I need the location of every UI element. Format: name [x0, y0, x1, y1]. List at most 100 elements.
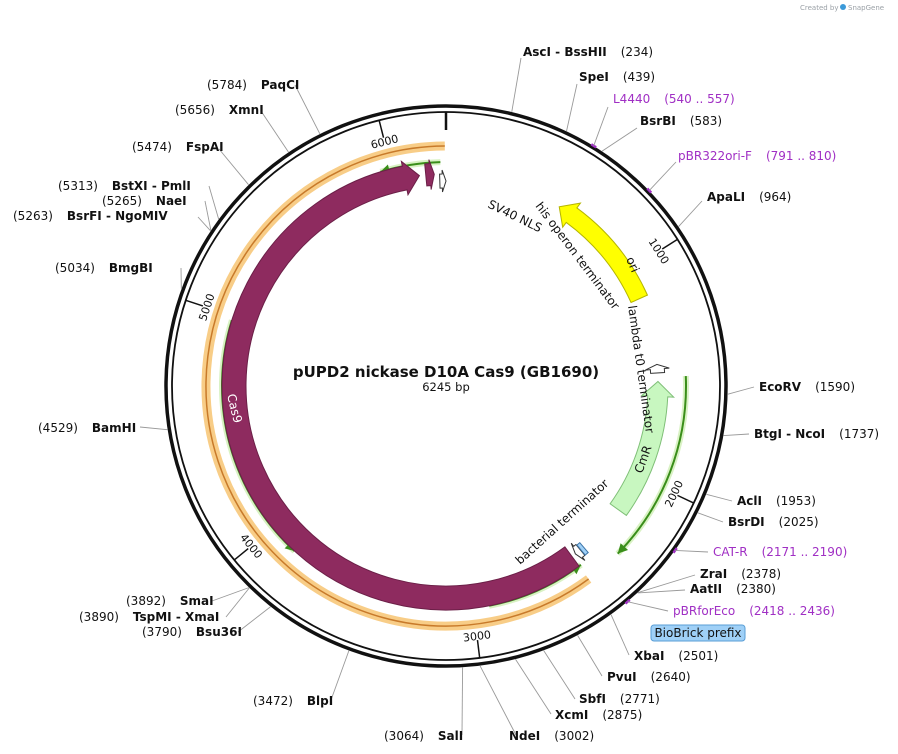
site-label[interactable]: (5265)NaeI: [102, 194, 187, 208]
site-leader-line: [697, 512, 724, 523]
site-label[interactable]: (3472)BlpI: [253, 694, 333, 708]
site-leader-line: [139, 426, 168, 431]
primer-label[interactable]: pBR322ori-F(791 .. 810): [678, 149, 836, 163]
site-label[interactable]: PvuI(2640): [607, 670, 691, 684]
site-leader-line: [225, 587, 250, 618]
site-leader-line: [678, 200, 703, 227]
ruler-tick: [661, 238, 678, 250]
site-leader-line: [566, 83, 578, 132]
site-leader-line: [723, 433, 750, 437]
his-terminator-arrow: [439, 169, 447, 193]
site-leader-line: [627, 601, 669, 612]
site-leader-line: [675, 549, 709, 553]
site-label[interactable]: XcmI(2875): [555, 708, 642, 722]
ruler-tick: [233, 547, 249, 561]
site-leader-line: [511, 57, 522, 112]
site-label[interactable]: EcoRV(1590): [759, 380, 855, 394]
site-label[interactable]: SpeI(439): [579, 70, 655, 84]
site-label[interactable]: (5474)FspAI: [132, 140, 224, 154]
backbone-outer: [164, 104, 728, 668]
site-label[interactable]: (5656)XmnI: [175, 103, 264, 117]
site-leader-line: [294, 84, 321, 134]
site-label[interactable]: (3892)SmaI: [126, 594, 214, 608]
site-label[interactable]: BsrBI(583): [640, 114, 722, 128]
feature-label-sv40-nls: SV40 NLS: [486, 197, 544, 235]
snapgene-logo-icon: [840, 4, 846, 10]
ruler-tick: [378, 120, 385, 138]
site-labels: AscI - BssHII(234) SpeI(439) L4440(540 .…: [13, 45, 879, 743]
ruler-tick: [185, 299, 204, 307]
site-leader-line: [479, 665, 517, 736]
site-label[interactable]: AscI - BssHII(234): [523, 45, 653, 59]
site-leader-line: [577, 635, 603, 677]
site-label[interactable]: BtgI - NcoI(1737): [754, 427, 879, 441]
site-leader-line: [461, 667, 464, 736]
biobrick-prefix-mark: [576, 541, 589, 556]
ori-arrow: [558, 202, 649, 304]
site-leader-line: [330, 650, 350, 701]
created-by-label: Created by: [800, 4, 839, 12]
site-leader-line: [260, 110, 289, 153]
site-label[interactable]: NdeI(3002): [509, 729, 594, 743]
site-leader-line: [648, 161, 677, 191]
site-leaders: [139, 57, 755, 736]
site-label[interactable]: SbfI(2771): [579, 692, 660, 706]
site-leader-line: [211, 587, 249, 602]
site-leader-line: [208, 185, 220, 220]
ruler-tick: [476, 639, 481, 659]
site-label[interactable]: (5784)PaqCI: [207, 78, 299, 92]
site-leader-line: [515, 659, 552, 715]
feature-label-cas9: Cas9: [224, 392, 245, 424]
svg-text:BioBrick prefix: BioBrick prefix: [654, 626, 741, 640]
site-label[interactable]: (5034)BmgBI: [55, 261, 153, 275]
site-leader-line: [727, 386, 755, 395]
plasmid-size: 6245 bp: [422, 380, 470, 394]
site-leader-line: [637, 574, 696, 593]
biobrick-prefix-badge[interactable]: BioBrick prefix: [650, 624, 746, 642]
sv40-nls-arrow: [424, 159, 435, 190]
cas9-arrow: [221, 160, 580, 611]
feature-arrows: [219, 143, 689, 611]
site-label[interactable]: (3890)TspMI - XmaI: [79, 610, 219, 624]
cmr-strand-arrow: [617, 376, 687, 555]
site-leader-line: [601, 127, 638, 152]
primer-mark: [590, 143, 597, 149]
site-leader-line: [204, 200, 212, 231]
site-label[interactable]: (3064)SalI: [384, 729, 463, 743]
site-leader-line: [593, 106, 609, 146]
site-label[interactable]: (5313)BstXI - PmlI: [58, 179, 191, 193]
feature-glow-layer: [201, 141, 592, 631]
feature-label-ori: ori: [623, 255, 642, 275]
site-leader-line: [218, 148, 249, 185]
site-label[interactable]: ZraI(2378): [700, 567, 781, 581]
site-leader-line: [637, 589, 686, 594]
site-leader-line: [543, 650, 576, 700]
site-label[interactable]: AatII(2380): [690, 582, 776, 596]
plasmid-title: pUPD2 nickase D10A Cas9 (GB1690): [293, 363, 599, 381]
site-label[interactable]: (4529)BamHI: [38, 421, 136, 435]
brand-label: SnapGene: [848, 4, 884, 12]
site-label[interactable]: AclI(1953): [737, 494, 816, 508]
primer-label[interactable]: CAT-R(2171 .. 2190): [713, 545, 847, 559]
ruler-label: 3000: [462, 628, 491, 644]
primer-mark: [624, 598, 631, 605]
site-label[interactable]: (5263)BsrFI - NgoMIV: [13, 209, 168, 223]
cmr-arrow: [609, 380, 675, 517]
site-label[interactable]: (3790)Bsu36I: [142, 625, 242, 639]
primer-mark: [672, 547, 678, 554]
ruler-label: 1000: [646, 236, 672, 267]
primer-label[interactable]: pBRforEco(2418 .. 2436): [673, 604, 835, 618]
site-label[interactable]: ApaLI(964): [707, 190, 791, 204]
cas9-orange-line: [205, 145, 590, 627]
primer-mark: [646, 187, 653, 194]
primer-label[interactable]: L4440(540 .. 557): [613, 92, 735, 106]
site-leader-line: [610, 614, 630, 656]
site-leader-line: [706, 493, 733, 502]
site-leader-line: [237, 606, 271, 633]
cmr-strand-arrow-head: [617, 543, 629, 554]
site-label[interactable]: XbaI(2501): [634, 649, 718, 663]
ruler-tick: [677, 494, 695, 504]
site-leader-line: [197, 216, 211, 232]
site-label[interactable]: BsrDI(2025): [728, 515, 819, 529]
